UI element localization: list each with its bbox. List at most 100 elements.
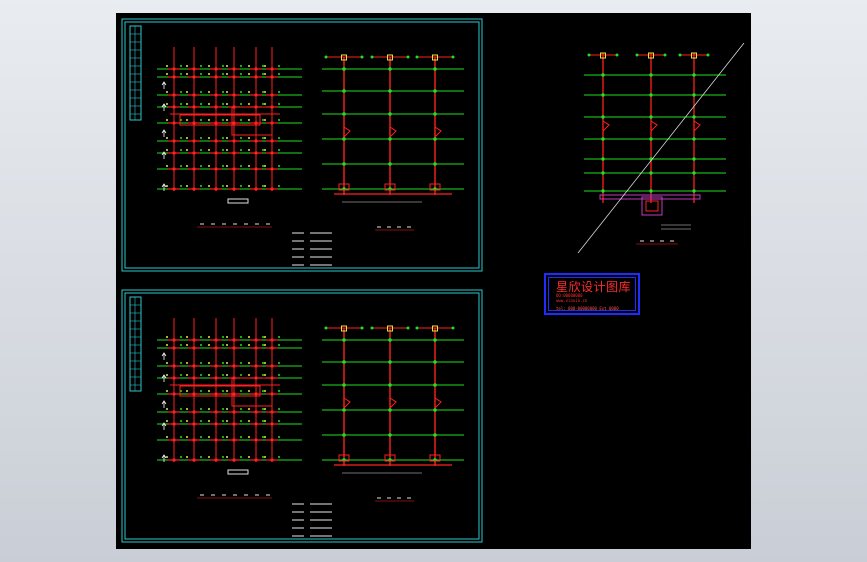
valve-symbol bbox=[186, 103, 188, 105]
valve-symbol bbox=[248, 420, 250, 422]
valve-symbol bbox=[264, 65, 266, 67]
valve-symbol bbox=[186, 65, 188, 67]
riser-cap bbox=[415, 55, 419, 59]
drawing-sheet-2 bbox=[121, 289, 483, 543]
valve-symbol bbox=[166, 73, 168, 75]
valve-symbol bbox=[186, 185, 188, 187]
riser-node bbox=[388, 433, 392, 437]
riser-node bbox=[342, 383, 346, 387]
fixture-symbol bbox=[222, 390, 224, 392]
fixture-symbol bbox=[262, 456, 264, 458]
valve-symbol bbox=[264, 336, 266, 338]
fixture-symbol bbox=[262, 137, 264, 139]
fixture-symbol bbox=[262, 91, 264, 93]
fixture-symbol bbox=[222, 73, 224, 75]
valve-symbol bbox=[166, 456, 168, 458]
fixture-symbol bbox=[240, 185, 242, 187]
fixture-symbol bbox=[222, 185, 224, 187]
valve-symbol bbox=[248, 91, 250, 93]
riser-cap bbox=[706, 53, 710, 57]
valve-symbol bbox=[248, 336, 250, 338]
riser-diagram bbox=[322, 54, 464, 231]
riser-node bbox=[601, 137, 605, 141]
valve-symbol bbox=[226, 420, 228, 422]
equipment-box bbox=[179, 385, 261, 397]
riser-offset bbox=[389, 126, 397, 138]
fixture-symbol bbox=[222, 91, 224, 93]
riser-node bbox=[433, 408, 437, 412]
level-arrow-head bbox=[161, 374, 167, 379]
riser-node bbox=[433, 433, 437, 437]
valve-symbol bbox=[186, 362, 188, 364]
riser-node bbox=[692, 189, 696, 193]
equipment-box bbox=[231, 106, 273, 136]
riser-offset bbox=[602, 120, 610, 132]
valve-symbol bbox=[166, 165, 168, 167]
fixture-symbol bbox=[222, 336, 224, 338]
fixture-symbol bbox=[222, 165, 224, 167]
drawing-sheet-1 bbox=[121, 18, 483, 272]
riser-node bbox=[601, 73, 605, 77]
fixture-symbol bbox=[278, 149, 280, 151]
riser-node bbox=[601, 157, 605, 161]
fixture-symbol bbox=[278, 362, 280, 364]
fixture-symbol bbox=[180, 436, 182, 438]
riser-node bbox=[649, 115, 653, 119]
riser-node bbox=[433, 112, 437, 116]
fixture-symbol bbox=[200, 137, 202, 139]
riser-base bbox=[429, 454, 441, 462]
riser-cap bbox=[663, 53, 667, 57]
valve-symbol bbox=[208, 103, 210, 105]
fixture-symbol bbox=[180, 420, 182, 422]
riser-node bbox=[433, 137, 437, 141]
valve-symbol bbox=[264, 362, 266, 364]
fixture-symbol bbox=[200, 149, 202, 151]
valve-symbol bbox=[166, 336, 168, 338]
equipment-box bbox=[231, 377, 273, 407]
valve-symbol bbox=[248, 344, 250, 346]
fixture-symbol bbox=[222, 362, 224, 364]
valve-symbol bbox=[226, 408, 228, 410]
riser-cap bbox=[451, 55, 455, 59]
fixture-symbol bbox=[262, 185, 264, 187]
riser-offset bbox=[434, 126, 442, 138]
valve-symbol bbox=[208, 185, 210, 187]
valve-symbol bbox=[264, 374, 266, 376]
valve-symbol bbox=[248, 65, 250, 67]
fixture-symbol bbox=[262, 344, 264, 346]
fixture-symbol bbox=[200, 436, 202, 438]
riser-cap bbox=[678, 53, 682, 57]
fixture-symbol bbox=[240, 456, 242, 458]
valve-symbol bbox=[226, 436, 228, 438]
valve-symbol bbox=[208, 408, 210, 410]
cad-drawing-viewport[interactable]: 星欣设计图库 QQ:00000000 www.xinxin.cn tel: 00… bbox=[116, 13, 751, 549]
fixture-symbol bbox=[278, 420, 280, 422]
riser-node bbox=[388, 383, 392, 387]
riser-cap bbox=[451, 326, 455, 330]
valve-symbol bbox=[248, 103, 250, 105]
stamp-line-2: www.xinxin.cn bbox=[556, 298, 588, 303]
fixture-symbol bbox=[262, 374, 264, 376]
valve-symbol bbox=[226, 374, 228, 376]
riser-valve bbox=[600, 52, 606, 59]
fixture-symbol bbox=[200, 73, 202, 75]
fixture-symbol bbox=[200, 185, 202, 187]
valve-symbol bbox=[186, 336, 188, 338]
sheet-outer-frame bbox=[121, 289, 483, 543]
stamp-line-1: QQ:00000000 bbox=[556, 293, 583, 298]
valve-symbol bbox=[248, 456, 250, 458]
fixture-symbol bbox=[240, 374, 242, 376]
fixture-symbol bbox=[222, 119, 224, 121]
valve-symbol bbox=[166, 103, 168, 105]
valve-symbol bbox=[166, 65, 168, 67]
valve-symbol bbox=[208, 436, 210, 438]
level-arrow-head bbox=[161, 103, 167, 108]
valve-symbol bbox=[226, 336, 228, 338]
riser-cap bbox=[360, 55, 364, 59]
riser-node bbox=[601, 115, 605, 119]
valve-symbol bbox=[208, 149, 210, 151]
fixture-symbol bbox=[180, 149, 182, 151]
sheet-inner-frame bbox=[124, 292, 480, 540]
riser-node bbox=[388, 338, 392, 342]
valve-symbol bbox=[186, 420, 188, 422]
